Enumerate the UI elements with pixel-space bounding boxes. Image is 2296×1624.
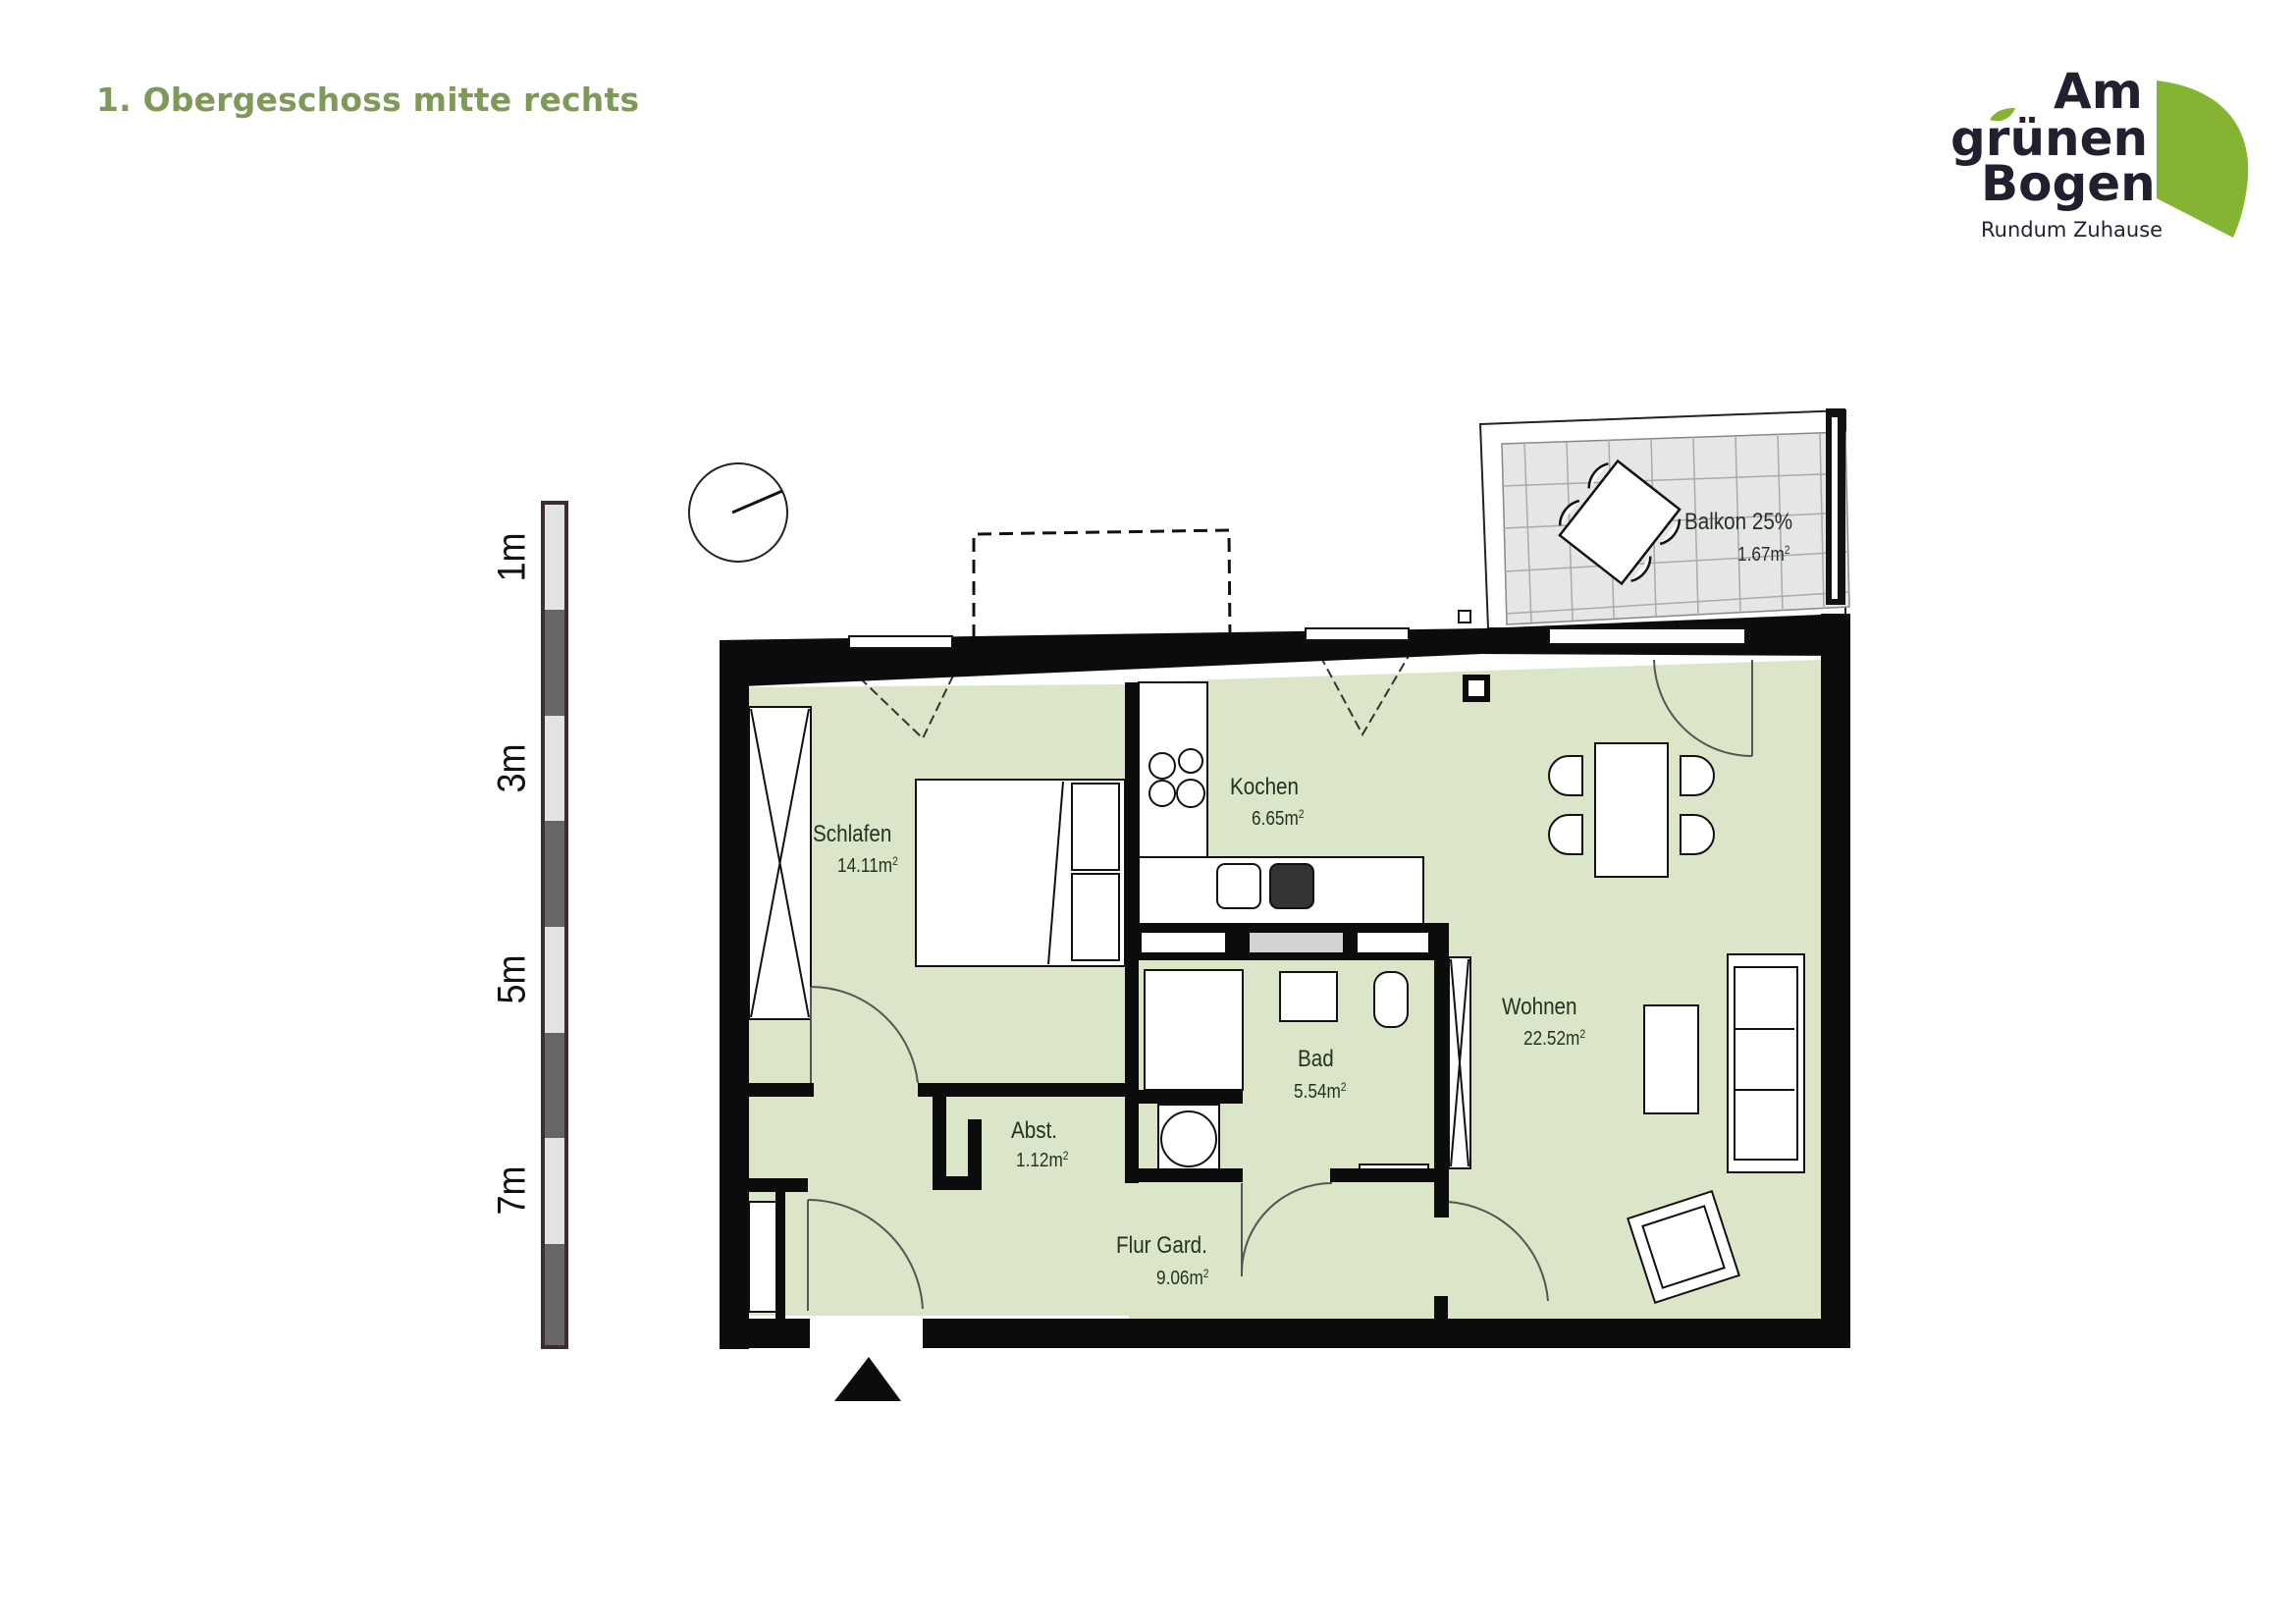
patio-table-icon xyxy=(1558,459,1682,586)
room-name-balkon: Balkon 25% xyxy=(1684,509,1793,535)
room-area-wohnen: 22.52m2 xyxy=(1523,1027,1586,1050)
room-name-bad: Bad xyxy=(1298,1046,1334,1072)
room-area-flur: 9.06m2 xyxy=(1156,1267,1209,1289)
room-name-wohnen: Wohnen xyxy=(1502,994,1577,1020)
room-name-flur: Flur Gard. xyxy=(1116,1232,1207,1259)
scale-bar xyxy=(541,501,568,1349)
room-area-balkon: 1.67m2 xyxy=(1737,543,1790,566)
logo-line-bogen: Bogen xyxy=(1981,155,2156,212)
scale-label-5m: 5m xyxy=(490,954,534,1004)
room-name-abst: Abst. xyxy=(1011,1117,1058,1144)
room-name-kochen: Kochen xyxy=(1230,774,1300,800)
north-arrow-icon xyxy=(688,462,788,563)
logo-tagline: Rundum Zuhause xyxy=(1981,218,2163,242)
leaf-icon xyxy=(1990,81,2249,238)
scale-label-7m: 7m xyxy=(490,1165,534,1216)
scale-label-1m: 1m xyxy=(490,532,534,582)
room-area-kochen: 6.65m2 xyxy=(1252,807,1305,830)
logo-line-gruenen: grünen xyxy=(1950,110,2149,167)
room-area-abst: 1.12m2 xyxy=(1016,1149,1069,1171)
entrance-triangle-icon xyxy=(834,1357,901,1401)
room-area-bad: 5.54m2 xyxy=(1294,1080,1347,1103)
scale-label-3m: 3m xyxy=(490,743,534,793)
brand-logo: Am grünen Bogen Rundum Zuhause xyxy=(1939,59,2253,245)
logo-line-am: Am xyxy=(2054,63,2143,120)
room-area-schlafen: 14.11m2 xyxy=(837,854,898,877)
floor-title: 1. Obergeschoss mitte rechts xyxy=(96,81,640,119)
room-name-schlafen: Schlafen xyxy=(813,821,892,847)
